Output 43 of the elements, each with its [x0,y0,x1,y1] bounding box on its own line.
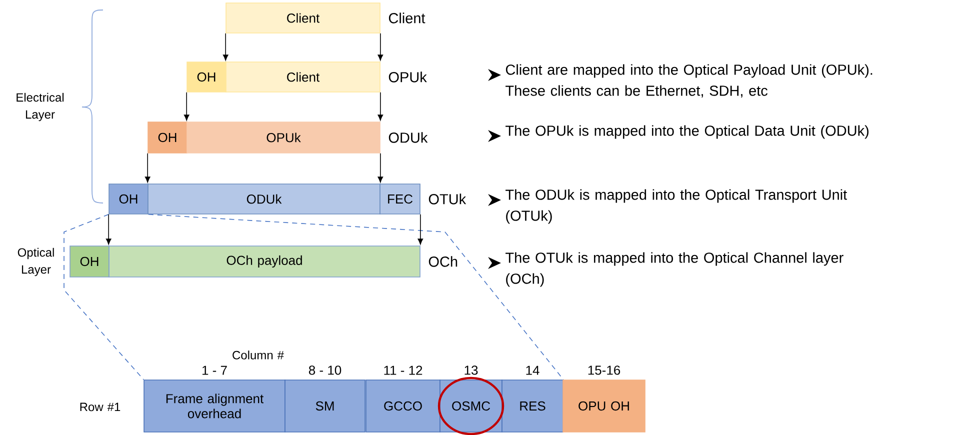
field-box: OSMC [440,380,502,432]
field-box: GCCO [366,380,440,432]
arrow [106,214,112,245]
field-box: RES [502,380,564,432]
layer-name: ODUk [388,132,428,143]
column-number: 8 - 10 [308,366,342,375]
overhead-box: OH [70,246,110,278]
layer-name: Client [388,12,426,24]
layer-name: OCh [428,256,458,267]
bullet-text: The OPUk is mapped into the Optical Data Unit (ODUk) [506,125,868,139]
layer-name: OPUk [388,72,427,82]
column-number: 15-16 [588,366,620,375]
overhead-box: OH [108,184,148,214]
arrow [418,214,424,245]
zoom-line [64,214,144,380]
column-number: 14 [526,366,540,375]
frame-box: Client [226,62,380,92]
layer-label: Electrical Layer [16,92,64,122]
field-box: SM [284,380,366,432]
column-number: 11 - 12 [384,366,422,375]
arrow [378,33,384,61]
bullet-text: The OTUk is mapped into the Optical Channel layer (OCh) [506,252,844,287]
layer-label: Column # [232,350,284,360]
column-number: 1 - 7 [202,366,227,375]
field-box: Frame alignment overhead [144,380,286,432]
fec-box: FEC [380,184,420,214]
bullet-text: The ODUk is mapped into the Optical Transport Unit (OTUk) [506,189,847,224]
overhead-box: OH [148,122,188,154]
frame-box: OCh payload [108,246,420,278]
arrow [222,33,228,61]
frame-box: Client [226,2,380,34]
frame-box: OPUk [186,122,380,154]
arrow [378,153,384,183]
layer-label: Row #1 [80,402,120,412]
overhead-box: OH [186,62,226,92]
field-box: OPU OH [562,380,646,432]
arrow [378,92,384,121]
arrow [184,92,190,121]
bullet-text: Client are mapped into the Optical Payload Unit (OPUk). These clients can be Ethernet, SDH, etc [506,64,872,98]
layer-name: OTUk [428,194,466,204]
layer-label: Optical Layer [18,248,54,276]
column-number: 13 [464,366,478,375]
arrow [144,153,150,183]
